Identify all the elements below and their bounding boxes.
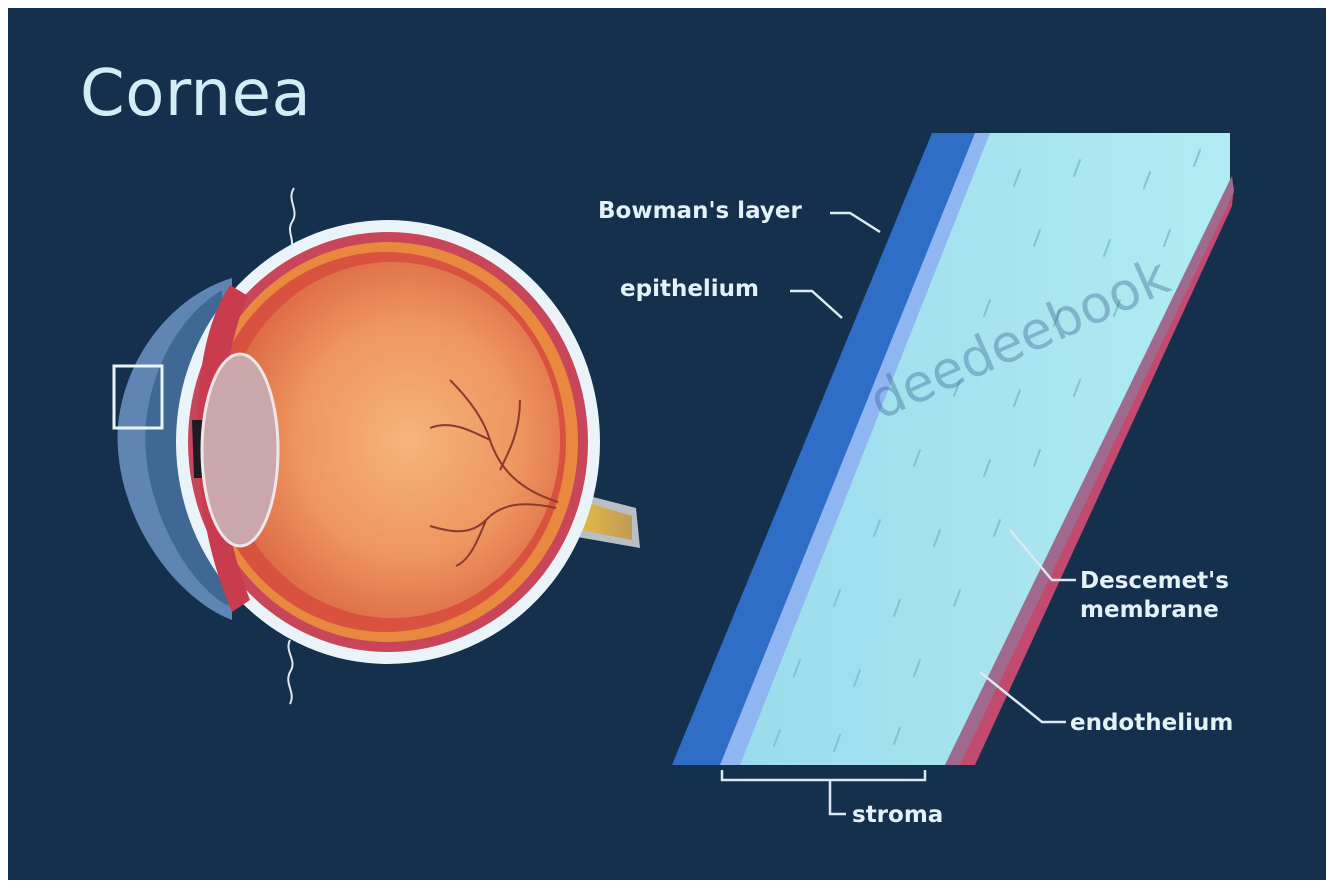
page-title: Cornea (80, 62, 311, 126)
leader-stroma (830, 780, 846, 814)
eye-cross-section (114, 188, 640, 704)
label-descemets-line1: Descemet's (1080, 567, 1229, 596)
lens (202, 354, 278, 546)
lower-eyelid-line (288, 640, 292, 704)
label-stroma: stroma (852, 801, 943, 830)
label-endothelium: endothelium (1070, 709, 1233, 738)
upper-eyelid-line (290, 188, 295, 250)
cornea-layers (672, 133, 1234, 765)
label-descemets-membrane: Descemet's membrane (1080, 567, 1229, 625)
label-bowmans-layer: Bowman's layer (598, 197, 802, 226)
leader-epithelium (790, 291, 842, 318)
label-epithelium: epithelium (620, 275, 759, 304)
stroma-bracket (722, 770, 925, 780)
leader-bowmans (830, 213, 880, 232)
label-descemets-line2: membrane (1080, 596, 1229, 625)
